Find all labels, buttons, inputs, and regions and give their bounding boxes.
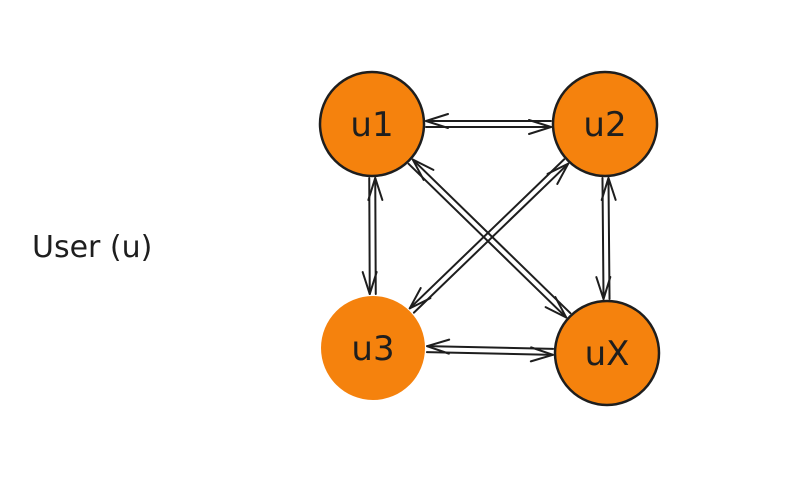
- arrowhead: [367, 176, 384, 202]
- arrowhead: [426, 338, 451, 355]
- arrowhead: [361, 270, 378, 296]
- nodes-group: u1 u2 u3 uX: [318, 70, 661, 407]
- arrowhead: [425, 113, 449, 129]
- node-label: u1: [350, 105, 393, 145]
- edge-u2-to-u1: [425, 113, 552, 129]
- arrowhead: [411, 158, 435, 181]
- node-circle: [551, 70, 659, 178]
- edge-u2-to-u3: [408, 158, 566, 310]
- arrowhead: [529, 346, 554, 363]
- arrowhead: [546, 162, 570, 185]
- arrowhead: [595, 275, 612, 301]
- arrowhead: [544, 296, 568, 319]
- node-label: u3: [351, 329, 394, 369]
- node-u1: u1: [318, 70, 426, 178]
- arrowhead: [408, 287, 432, 310]
- edge-u3-to-u2: [412, 162, 570, 314]
- arrowhead: [600, 176, 617, 202]
- edge-ux-to-u3: [426, 338, 555, 355]
- diagram-caption: User (u): [32, 230, 152, 265]
- edges-group: [361, 113, 617, 363]
- node-u2: u2: [551, 70, 659, 178]
- node-ux: uX: [553, 299, 661, 407]
- node-circle: [553, 299, 661, 407]
- node-circle: [318, 70, 426, 178]
- arrowhead: [528, 119, 552, 135]
- edge-ux-to-u2: [600, 176, 617, 300]
- node-label: u2: [583, 105, 626, 145]
- node-u3: u3: [321, 296, 425, 400]
- edge-u3-to-u1: [367, 176, 384, 295]
- node-label: uX: [585, 334, 630, 374]
- edge-u3-to-ux: [425, 346, 554, 363]
- node-circle: [321, 296, 425, 400]
